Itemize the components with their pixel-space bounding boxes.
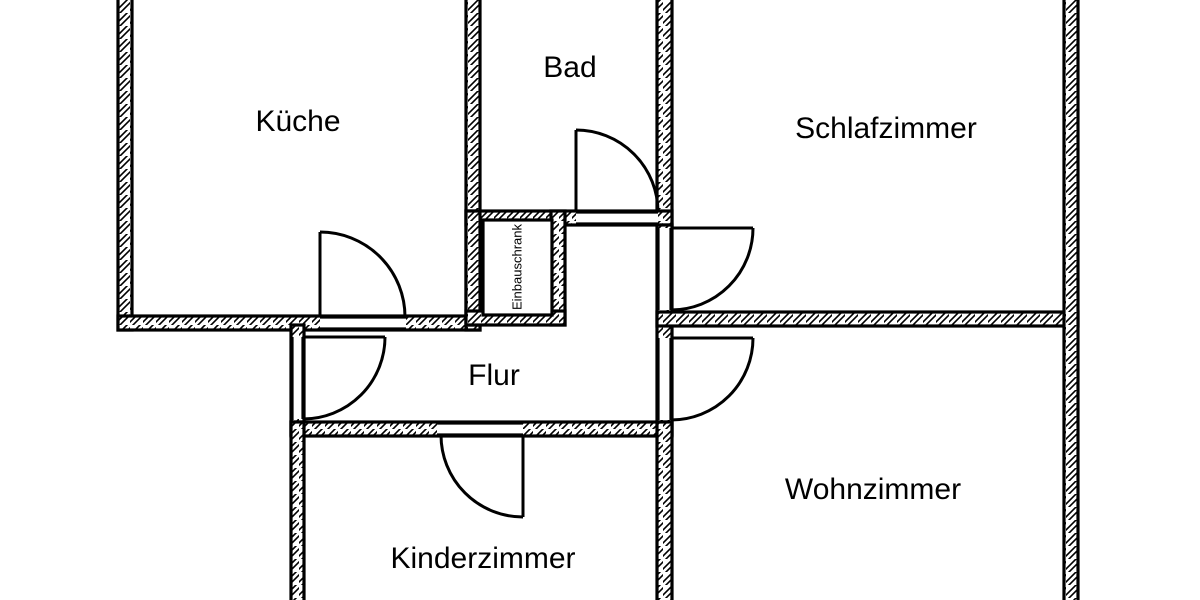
wall-schlafzimmer-wohnzimmer (655, 310, 1080, 328)
door-schlafzimmer (670, 226, 755, 312)
fixture-labels-group: Einbauschrank (509, 224, 524, 310)
opening-kueche (320, 317, 406, 329)
walls-group (116, 0, 1080, 600)
room-labels-group: Küche Bad Schlafzimmer Flur Wohnzimmer K… (255, 51, 976, 575)
door-flur-left (302, 335, 387, 421)
door-bad (574, 128, 660, 213)
opening-wohnzimmer (658, 338, 671, 420)
wall-kinderzimmer-east (655, 420, 674, 600)
room-label-wohnzimmer: Wohnzimmer (785, 473, 961, 506)
room-label-flur: Flur (468, 359, 520, 392)
wall-einbauschrank-west (464, 209, 482, 327)
wall-exterior-west (116, 0, 134, 332)
wall-bad-schlafzimmer (655, 0, 674, 227)
opening-kinderzimmer (437, 423, 523, 435)
opening-flur-left (292, 337, 303, 419)
door-kueche (318, 230, 407, 318)
room-label-kueche: Küche (255, 105, 340, 138)
opening-schlafzimmer (658, 228, 671, 310)
room-label-schlafzimmer: Schlafzimmer (795, 112, 977, 145)
door-wohnzimmer (670, 336, 755, 422)
opening-jambs-group (290, 210, 673, 437)
door-openings-group (292, 212, 671, 435)
door-swings-group (302, 128, 755, 519)
wall-kinderzimmer-west (289, 420, 306, 600)
door-kinderzimmer (439, 434, 525, 519)
room-label-kinderzimmer: Kinderzimmer (390, 542, 575, 575)
opening-bad (576, 212, 658, 224)
einbauschrank-fixture (481, 218, 554, 317)
fixture-label-einbauschrank: Einbauschrank (509, 224, 524, 310)
wall-exterior-east (1062, 0, 1080, 600)
room-label-bad: Bad (543, 51, 596, 84)
